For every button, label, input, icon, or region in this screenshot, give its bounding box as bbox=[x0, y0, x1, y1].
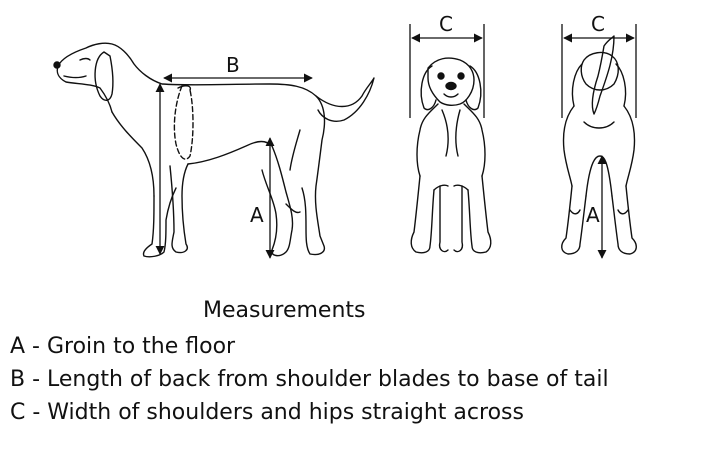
legend-item-c: C - Width of shoulders and hips straight… bbox=[10, 400, 524, 425]
dog-side-view bbox=[53, 42, 375, 258]
caption-title: Measurements bbox=[203, 298, 366, 323]
label-a-rear: A bbox=[586, 203, 600, 227]
dog-front-view bbox=[410, 57, 492, 254]
legend-item-b: B - Length of back from shoulder blades … bbox=[10, 367, 609, 392]
label-c-front: C bbox=[439, 12, 453, 36]
measurement-diagram: B A C C A bbox=[53, 12, 637, 259]
measure-b-line bbox=[155, 73, 313, 255]
label-c-rear: C bbox=[591, 12, 605, 36]
measure-c-line-rear bbox=[561, 24, 637, 118]
legend-item-a: A - Groin to the floor bbox=[10, 334, 236, 359]
measurement-legend: A - Groin to the floor B - Length of bac… bbox=[10, 330, 609, 429]
label-b: B bbox=[226, 53, 240, 77]
label-a-side: A bbox=[250, 203, 264, 227]
measure-c-line-front bbox=[409, 24, 485, 118]
